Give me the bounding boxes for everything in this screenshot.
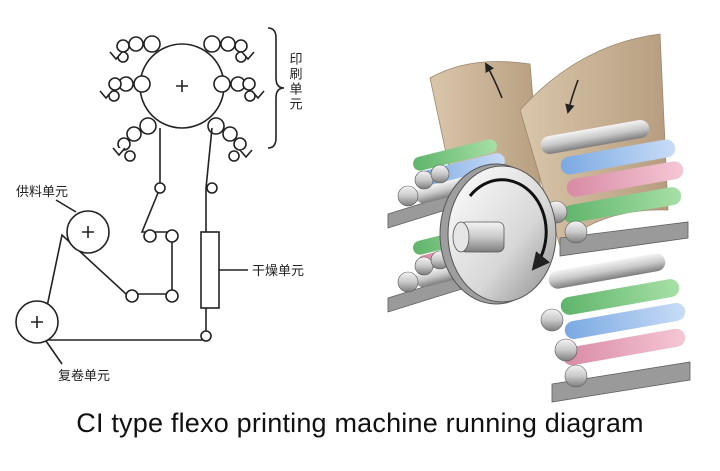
web-arrow-up-left [485, 62, 503, 99]
drying-unit-label: 干燥单元 [252, 264, 304, 279]
machine-illustration [387, 33, 691, 403]
printing-unit-bracket [267, 27, 285, 149]
feeding-unit-leader [55, 199, 77, 213]
printing-stations-right [203, 35, 265, 162]
web-arrow-down-right [565, 79, 579, 114]
feeding-unit-label: 供料单元 [16, 185, 68, 200]
right-stations [540, 120, 691, 403]
drum-center-mark [176, 80, 188, 92]
diagram-caption: CI type flexo printing machine running d… [76, 408, 644, 438]
rewinding-unit-label: 复卷单元 [58, 368, 110, 384]
guide-rollers [125, 182, 218, 342]
rotation-arrow [468, 178, 551, 271]
central-impression-cylinder [439, 163, 557, 305]
schematic [15, 27, 285, 365]
printing-unit-label: 印刷单元 [287, 52, 303, 112]
drying-unit-box [200, 231, 220, 309]
rewinding-unit-leader [45, 340, 63, 365]
printing-stations-left [99, 35, 161, 162]
left-upper-station [387, 139, 505, 229]
